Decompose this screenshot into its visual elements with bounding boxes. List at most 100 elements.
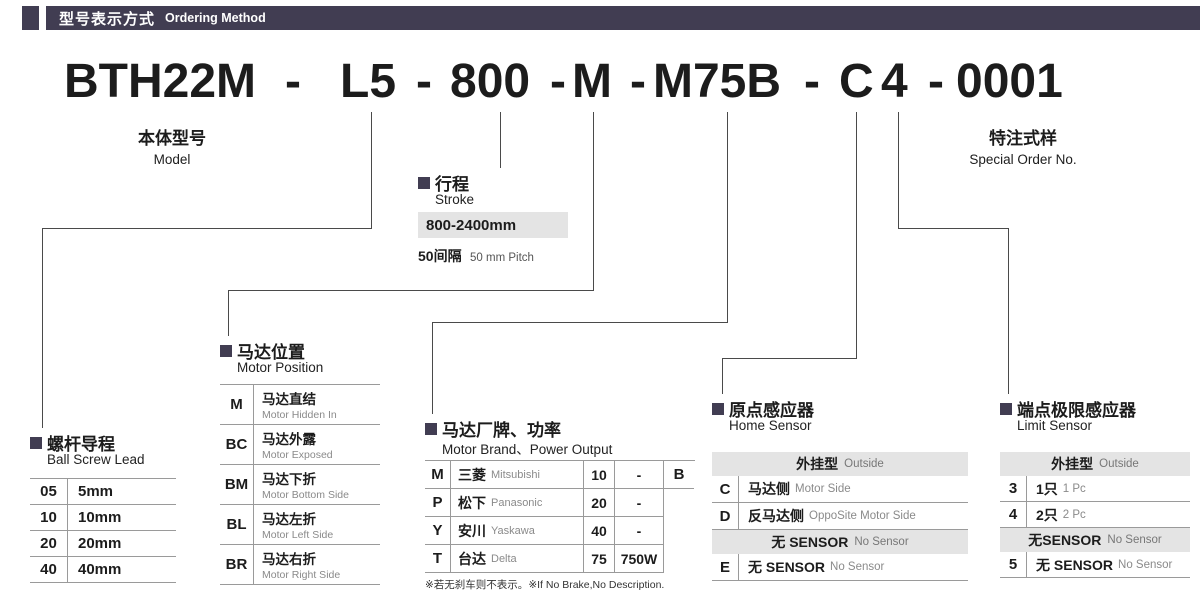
lead-code-cell: 40	[30, 557, 68, 582]
stroke-title-en: Stroke	[435, 192, 475, 207]
hyphen: -	[804, 55, 820, 108]
motor-position-section-title: 马达位置	[220, 338, 305, 363]
position-desc-cell: 马达左折 Motor Left Side	[254, 505, 333, 544]
section-square-icon	[425, 422, 437, 435]
model-segment-stroke: 800	[450, 55, 531, 108]
position-desc-cell: 马达外露 Motor Exposed	[254, 425, 333, 464]
position-desc-en: Motor Bottom Side	[262, 489, 349, 501]
ball-screw-lead-table: 05 5mm 10 10mm 20 20mm 40 40mm	[30, 478, 176, 583]
lead-code-cell: 10	[30, 505, 68, 530]
connector-line	[432, 322, 728, 323]
sensor-desc-en: No Sensor	[1118, 558, 1173, 571]
brand-name-en: Delta	[491, 552, 517, 565]
position-desc-en: Motor Hidden In	[262, 409, 337, 421]
sensor-desc-en: Motor Side	[795, 483, 851, 495]
section-square-icon	[712, 402, 724, 415]
position-desc-cell: 马达下折 Motor Bottom Side	[254, 465, 349, 504]
power-code-cell: 10	[584, 461, 615, 489]
connector-line	[432, 322, 433, 414]
connector-line	[898, 228, 1009, 229]
power-code-cell: 75	[584, 545, 615, 573]
lead-value-cell: 10mm	[78, 509, 122, 526]
position-desc-en: Motor Exposed	[262, 449, 333, 461]
stroke-pitch-en: 50 mm Pitch	[470, 252, 534, 264]
position-desc-zh: 马达下折	[262, 472, 316, 487]
connector-line	[727, 112, 728, 322]
ball-screw-lead-section-title: 螺杆导程	[30, 430, 115, 455]
model-segment-special-order: 0001	[956, 55, 1063, 108]
group-label-zh: 外挂型	[796, 456, 839, 472]
section-square-icon	[1000, 402, 1012, 415]
home-sensor-group-outside: 外挂型 Outside	[712, 452, 968, 476]
stroke-section-title: 行程	[418, 170, 469, 195]
brand-code-cell: Y	[425, 517, 451, 545]
position-desc-zh: 马达直结	[262, 392, 316, 407]
home-sensor-title-zh: 原点感应器	[729, 401, 814, 420]
limit-sensor-group-nosensor: 无SENSOR No Sensor	[1000, 528, 1190, 552]
position-desc-en: Motor Right Side	[262, 569, 341, 581]
model-segment-motor-brand: M75B	[653, 55, 782, 108]
connector-line	[856, 112, 857, 358]
table-row: BR 马达右折 Motor Right Side	[220, 545, 380, 585]
sensor-code-cell: C	[712, 476, 739, 502]
home-sensor-group-nosensor: 无 SENSOR No Sensor	[712, 530, 968, 554]
table-row: BL 马达左折 Motor Left Side	[220, 505, 380, 545]
page-header: 型号表示方式 Ordering Method	[46, 6, 1200, 30]
position-desc-zh: 马达右折	[262, 552, 316, 567]
table-row: BM 马达下折 Motor Bottom Side	[220, 465, 380, 505]
connector-line	[898, 112, 899, 228]
power-value-cell: 750W	[615, 545, 664, 573]
sensor-code-cell: 5	[1000, 552, 1027, 577]
position-desc-cell: 马达右折 Motor Right Side	[254, 545, 340, 584]
group-label-en: Outside	[1099, 458, 1139, 470]
group-label-en: No Sensor	[854, 536, 909, 548]
power-value-cell: -	[615, 489, 664, 517]
sensor-desc-zh: 无 SENSOR	[748, 559, 826, 575]
connector-line	[722, 358, 857, 359]
section-square-icon	[30, 436, 42, 449]
lead-value-cell: 20mm	[78, 535, 122, 552]
position-desc-cell: 马达直结 Motor Hidden In	[254, 385, 337, 424]
position-desc-en: Motor Left Side	[262, 529, 334, 541]
table-row: BC 马达外露 Motor Exposed	[220, 425, 380, 465]
connector-line	[228, 290, 594, 291]
model-segment-body: BTH22M	[64, 55, 257, 108]
brand-code-cell: T	[425, 545, 451, 573]
hyphen: -	[630, 55, 646, 108]
brand-name-zh: 松下	[458, 494, 486, 511]
brand-code-cell: P	[425, 489, 451, 517]
power-value-cell: -	[615, 461, 664, 489]
section-square-icon	[220, 344, 232, 357]
model-label-zh: 本体型号	[138, 129, 206, 148]
motor-brand-title-zh: 马达厂牌、功率	[442, 421, 561, 440]
sensor-code-cell: D	[712, 503, 739, 529]
group-label-zh: 无SENSOR	[1028, 532, 1102, 548]
connector-line	[500, 112, 501, 168]
model-segment-home-sensor: C	[839, 55, 874, 108]
stroke-pitch: 50间隔 50 mm Pitch	[418, 246, 534, 266]
lead-value-cell: 5mm	[78, 483, 114, 500]
special-order-label-en: Special Order No.	[969, 152, 1077, 167]
brand-name-en: Yaskawa	[491, 524, 535, 537]
footnote-zh: ※若无刹车则不表示。	[425, 579, 529, 591]
connector-line	[371, 112, 372, 228]
sensor-desc-en: 1 Pc	[1062, 482, 1086, 495]
header-accent-square	[22, 6, 39, 30]
connector-line	[722, 358, 723, 394]
home-sensor-title-en: Home Sensor	[729, 418, 812, 433]
stroke-pitch-zh: 50间隔	[418, 248, 462, 264]
